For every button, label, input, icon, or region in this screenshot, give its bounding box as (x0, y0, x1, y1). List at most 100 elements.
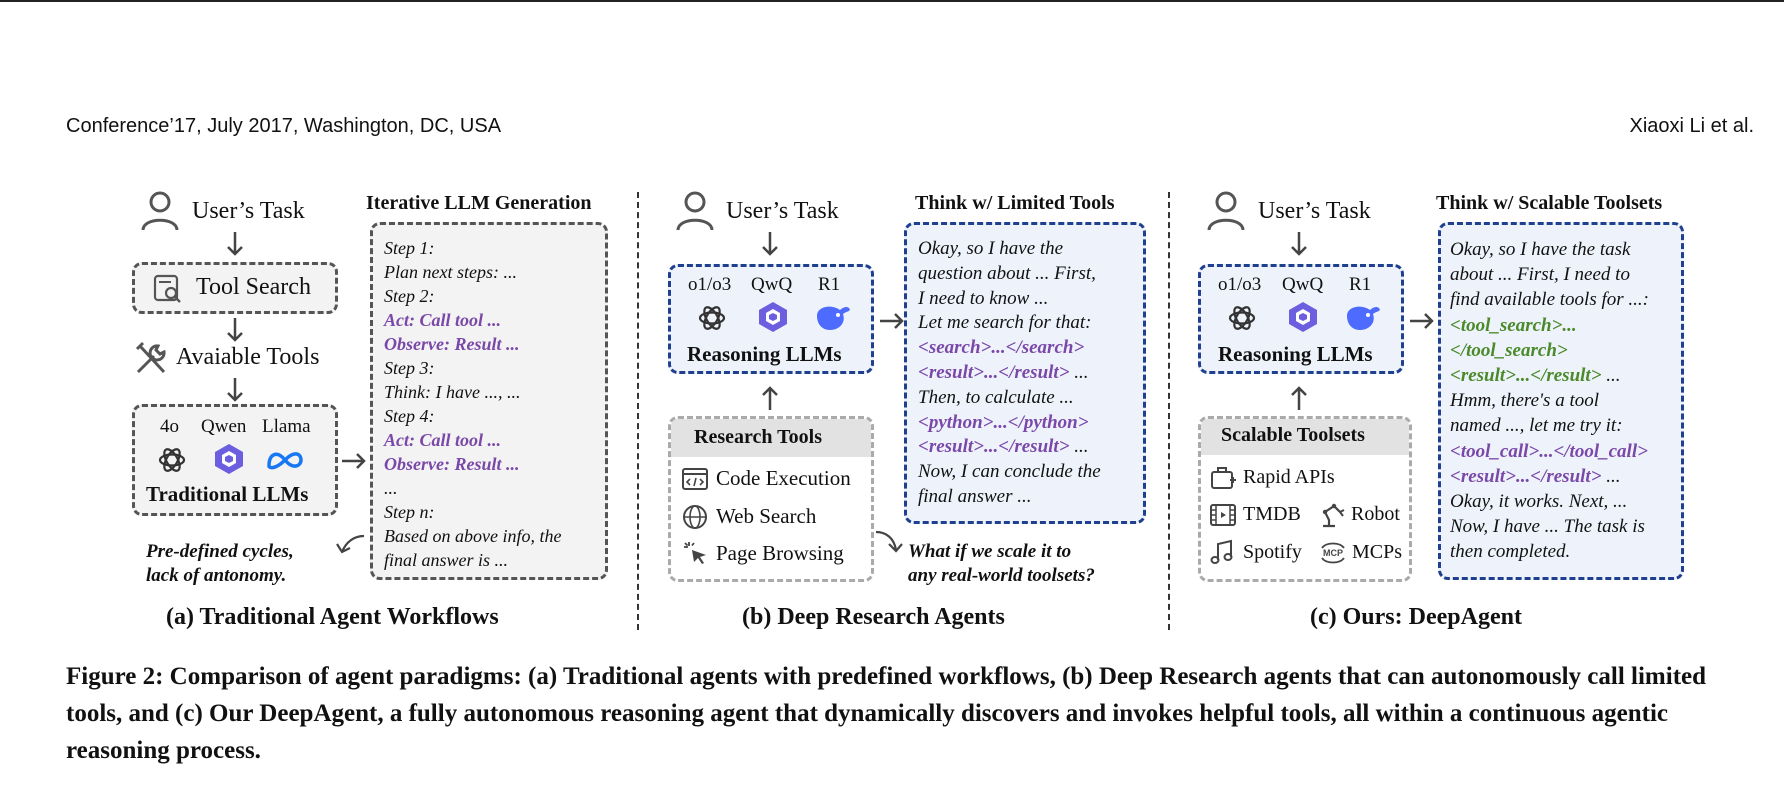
available-tools-label: Avaiable Tools (176, 344, 320, 370)
model-label: 4o (160, 416, 179, 437)
tool-web-search: Web Search (716, 504, 817, 528)
model-label: o1/o3 (1218, 274, 1262, 295)
tool-code-execution: Code Execution (716, 466, 851, 490)
cursor-click-icon (684, 542, 706, 564)
deepseek-icon (1347, 306, 1380, 330)
tool-tmdb: TMDB (1243, 503, 1301, 525)
model-label: R1 (1349, 274, 1372, 295)
arrow-icon (227, 318, 243, 342)
iterative-generation-box (370, 222, 608, 580)
user-icon (676, 191, 714, 231)
wrench-screwdriver-icon (135, 341, 166, 374)
think-line: Now, I have ... The task is (1450, 516, 1645, 538)
globe-icon (683, 505, 707, 529)
tool-search-icon (153, 274, 181, 303)
tool-rapid-apis: Rapid APIs (1243, 466, 1335, 488)
think-line: named ..., let me try it: (1450, 415, 1623, 437)
step-line: Step 3: (384, 358, 435, 378)
think-line: <python>...</python> (918, 411, 1089, 433)
api-icon (1211, 467, 1236, 489)
user-task-label: User’s Task (192, 198, 305, 224)
think-limited-title: Think w/ Limited Tools (915, 192, 1115, 214)
tool-spotify: Spotify (1243, 541, 1302, 563)
think-line: <search>...</search> (918, 337, 1085, 359)
panel-c-subtitle: (c) Ours: DeepAgent (1310, 604, 1522, 630)
reasoning-llms-label: Reasoning LLMs (1218, 342, 1373, 366)
robot-arm-icon (1322, 503, 1345, 528)
arrow-icon (336, 534, 365, 554)
think-line: <tool_call>...</tool_call> (1450, 440, 1648, 462)
arrow-icon (875, 530, 903, 553)
think-line: <result>...</result> ... (918, 436, 1089, 458)
step-line: Act: Call tool ... (384, 310, 501, 330)
think-scalable-title: Think w/ Scalable Toolsets (1436, 192, 1663, 214)
scalable-toolsets-title: Scalable Toolsets (1221, 424, 1365, 446)
iterative-generation-title: Iterative LLM Generation (366, 192, 592, 214)
think-line: Okay, it works. Next, ... (1450, 491, 1628, 513)
step-line: final answer is ... (384, 550, 509, 570)
mcp-icon: MCP (1321, 542, 1345, 564)
arrow-icon (342, 453, 366, 469)
think-line: Okay, so I have the (918, 238, 1064, 259)
panel-divider (637, 192, 639, 630)
model-label: QwQ (751, 274, 793, 295)
think-line: about ... First, I need to (1450, 264, 1630, 286)
user-task-label: User’s Task (1258, 198, 1371, 224)
think-line: Then, to calculate ... (918, 386, 1074, 408)
think-line: I need to know ... (918, 287, 1049, 309)
step-line: Observe: Result ... (384, 334, 520, 354)
tool-robot: Robot (1351, 503, 1400, 525)
think-scalable-box (1438, 222, 1684, 580)
film-icon (1210, 504, 1236, 526)
model-label: o1/o3 (688, 274, 732, 295)
tool-mcps: MCPs (1352, 541, 1403, 563)
think-line: final answer ... (918, 485, 1032, 507)
openai-icon (698, 306, 726, 330)
think-line: Let me search for that: (918, 312, 1092, 334)
meta-icon (267, 452, 303, 470)
arrow-icon (227, 232, 243, 256)
user-icon (141, 191, 179, 231)
think-line: then completed. (1450, 541, 1571, 563)
tool-search-box (132, 262, 338, 314)
iterative-steps: Step 1:Plan next steps: ...Step 2:Act: C… (384, 236, 604, 572)
predefined-note: Pre-defined cycles, lack of antonomy. (146, 541, 294, 586)
think-line: <result>...</result> ... (918, 361, 1089, 383)
svg-text:MCP: MCP (1323, 548, 1343, 558)
music-icon (1210, 539, 1233, 564)
figure-caption: Figure 2: Comparison of agent paradigms:… (66, 663, 1707, 764)
openai-icon (1228, 306, 1256, 330)
scaling-question: What if we scale it to any real-world to… (908, 541, 1095, 586)
step-line: ... (384, 478, 398, 498)
openai-icon (158, 448, 186, 472)
panel-b-subtitle: (b) Deep Research Agents (742, 604, 1005, 630)
arrow-icon (1291, 386, 1307, 410)
running-header-right: Xiaoxi Li et al. (1629, 115, 1754, 137)
think-line: find available tools for ...: (1450, 289, 1649, 311)
user-icon (1207, 191, 1245, 231)
arrow-icon (762, 232, 778, 256)
model-label: Qwen (201, 416, 247, 437)
step-line: Think: I have ..., ... (384, 382, 521, 402)
qwen-icon (759, 302, 787, 332)
step-line: Act: Call tool ... (384, 430, 501, 450)
traditional-llms-label: Traditional LLMs (146, 482, 309, 506)
think-line: Now, I can conclude the (918, 461, 1101, 483)
step-line: Step 2: (384, 286, 435, 306)
qwen-icon (215, 444, 243, 474)
think-line: Hmm, there's a tool (1450, 390, 1600, 412)
arrow-icon (1291, 232, 1307, 256)
model-label: QwQ (1282, 274, 1324, 295)
tool-page-browsing: Page Browsing (716, 541, 844, 565)
arrow-icon (1410, 313, 1434, 329)
user-task-label: User’s Task (726, 198, 839, 224)
research-tools-title: Research Tools (694, 426, 822, 448)
think-line: <result>...</result> ... (1450, 465, 1621, 487)
step-line: Based on above info, the (384, 526, 562, 546)
top-rule (0, 0, 1784, 2)
panel-a-subtitle: (a) Traditional Agent Workflows (166, 604, 499, 630)
think-line: </tool_search> (1450, 339, 1568, 361)
step-line: Step 1: (384, 238, 435, 258)
